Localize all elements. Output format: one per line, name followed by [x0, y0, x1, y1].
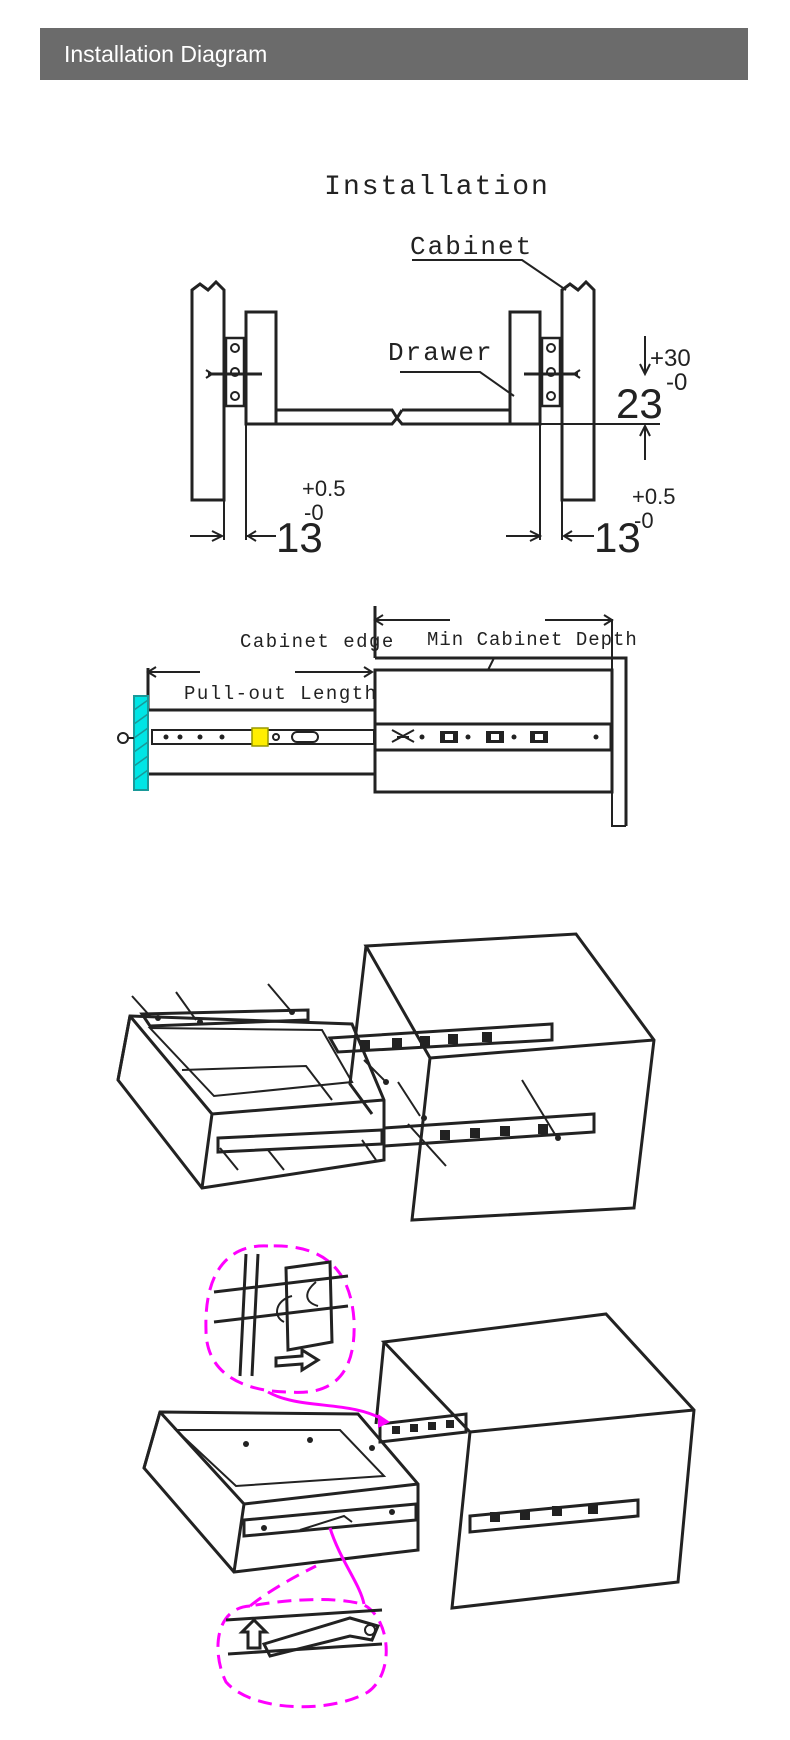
release-lock [251, 727, 269, 747]
callout-leader-top [267, 1390, 385, 1422]
min-depth-label: Min Cabinet Depth [427, 629, 638, 651]
drawer-box-2 [142, 1410, 420, 1574]
right-gap-dimension: 13 +0.5 -0 [506, 424, 675, 561]
lift-arrow-icon [238, 1617, 270, 1650]
right-cabinet-wall [560, 279, 596, 502]
height-dim-value: 23 [616, 380, 663, 427]
side-view-diagram: Cabinet edge Min Cabinet Depth Pull-out … [117, 606, 638, 827]
header-bar: Installation Diagram [40, 28, 748, 80]
left-cabinet-wall [190, 279, 226, 502]
callout-rail-bottom [225, 1608, 383, 1656]
callout-leader-bottom [328, 1527, 366, 1605]
pullout-arrow-left [146, 666, 200, 678]
pullout-arrow-right [295, 666, 374, 678]
cabinet-slide-2b [468, 1498, 640, 1534]
drawer-interior [147, 1026, 354, 1098]
page-title: Installation Diagram [64, 41, 268, 67]
cabinet-slide-2a [378, 1412, 468, 1444]
left-gap-plus: +0.5 [302, 476, 345, 501]
right-gap-plus: +0.5 [632, 484, 675, 509]
left-slide [205, 336, 262, 408]
height-dim-plus: +30 [650, 345, 691, 372]
height-dim-minus: -0 [666, 369, 687, 396]
left-drawer-side [244, 310, 278, 426]
drawer-front [133, 695, 149, 791]
right-slide [524, 336, 581, 408]
drawer-leader [400, 371, 515, 397]
edge-arrow [373, 614, 450, 626]
outer-rail [373, 722, 613, 752]
depth-arrow [545, 614, 614, 660]
cabinet-label: Cabinet [410, 232, 533, 262]
handle-knob [117, 732, 129, 744]
right-gap-minus: -0 [634, 508, 654, 533]
screws [131, 983, 557, 1171]
cabinet-edge-label: Cabinet edge [240, 631, 395, 653]
cabinet-box-2 [380, 1312, 696, 1610]
drawer-bottom [276, 408, 510, 426]
cabinet-slide-back [327, 1022, 554, 1054]
callout-rail-top [213, 1253, 349, 1377]
cabinet-back [611, 658, 626, 827]
left-gap-value: 13 [276, 514, 323, 561]
drawer-front-hatch [133, 699, 149, 781]
cabinet-box [363, 932, 656, 1222]
detail-callout-top [204, 1244, 356, 1394]
detail-callout-bottom [216, 1598, 388, 1709]
drawer-slide-left [139, 1008, 310, 1028]
push-arrow-icon [274, 1347, 321, 1373]
pullout-label: Pull-out Length [184, 683, 378, 705]
left-gap-dimension: 13 +0.5 -0 [190, 424, 345, 561]
right-drawer-side [508, 310, 542, 426]
drawer-slide-right [216, 1128, 384, 1154]
rail-x-mark [391, 729, 415, 743]
cabinet-mark [487, 657, 495, 671]
isometric-assembly [116, 932, 656, 1222]
installation-title: Installation [324, 172, 550, 203]
drawer-slide-2 [242, 1502, 418, 1538]
right-gap-value: 13 [594, 514, 641, 561]
detail-assembly [142, 1244, 696, 1709]
drawer-label: Drawer [388, 338, 494, 368]
cabinet-slide-front [382, 1112, 596, 1148]
cross-section-diagram: Installation Cabinet [190, 172, 691, 561]
cabinet-leader [412, 259, 567, 291]
left-gap-minus: -0 [304, 500, 324, 525]
height-dimension: 23 +30 -0 [540, 336, 691, 460]
